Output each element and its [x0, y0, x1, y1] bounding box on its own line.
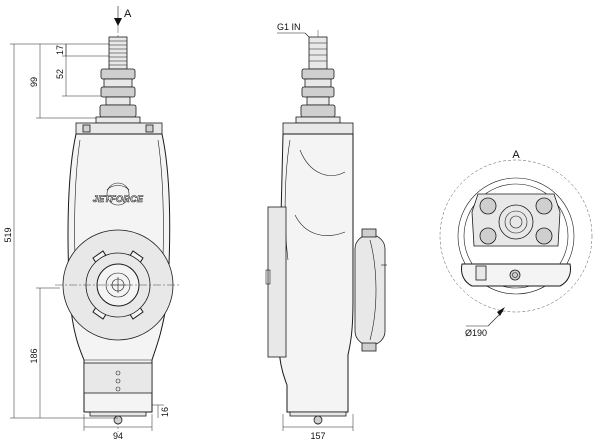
jetforce-logo: JETFORCE [92, 182, 144, 206]
front-dimensions: 519 99 52 17 186 16 94 [3, 43, 170, 441]
section-marker-label: A [124, 8, 132, 20]
dim-base-height: 16 [160, 407, 170, 417]
dim-width: 94 [113, 431, 123, 441]
jet-head [55, 229, 181, 341]
detail-diameter-callout: Ø190 [465, 307, 505, 338]
dim-lower-height: 186 [29, 348, 39, 363]
side-body [278, 133, 354, 413]
inlet-callout: G1 IN [277, 22, 315, 43]
side-jet-head [354, 228, 387, 352]
detail-head [461, 263, 571, 287]
detail-title: A [512, 149, 520, 161]
dim-thread-length: 17 [55, 45, 65, 55]
dim-overall-height: 519 [3, 227, 13, 242]
dim-depth: 157 [310, 431, 325, 441]
section-arrow-a: A [114, 6, 132, 26]
front-view: A J [3, 6, 181, 441]
side-dimensions: 157 [282, 414, 354, 441]
detail-view-a: A Ø190 [439, 149, 593, 338]
dim-fitting-length: 52 [55, 69, 65, 79]
logo-text: JETFORCE [93, 194, 144, 204]
dim-upper-offset: 99 [29, 77, 39, 87]
side-inlet-fitting [295, 36, 341, 124]
detail-diameter: Ø190 [465, 328, 487, 338]
detail-flange [471, 193, 561, 247]
inlet-label: G1 IN [277, 22, 301, 32]
inlet-fitting [95, 36, 141, 124]
side-view: G1 IN [265, 22, 387, 441]
